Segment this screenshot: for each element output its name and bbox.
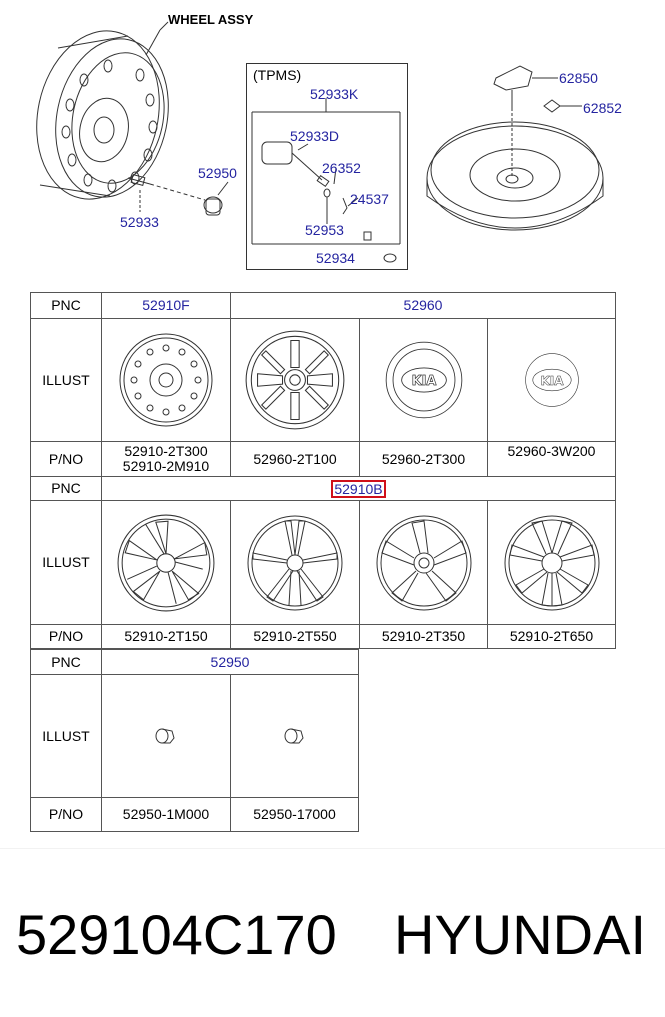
callout-52934[interactable]: 52934 — [316, 250, 355, 266]
callout-52933D[interactable]: 52933D — [290, 128, 340, 144]
illust-hubcap-2T300[interactable]: KIA — [359, 318, 488, 442]
pno-cell[interactable]: 52960-2T100 — [230, 441, 360, 477]
pno-cell[interactable]: 52960-3W200 — [487, 441, 616, 477]
pno-cell[interactable]: 52910-2T300 52910-2M910 — [101, 441, 231, 477]
illust-alloy-wheel-2T350[interactable] — [359, 500, 488, 625]
callout-52950[interactable]: 52950 — [198, 165, 237, 181]
illust-alloy-wheel-2T150[interactable] — [101, 500, 231, 625]
alloy-wheel-icon — [376, 515, 471, 610]
wheel-assembly-drawing — [36, 21, 604, 263]
lug-nut-icon — [155, 728, 175, 744]
illust-label: ILLUST — [30, 674, 102, 798]
lug-nut-icon — [284, 728, 304, 744]
illust-lug-nut-17000[interactable] — [230, 674, 359, 798]
pnc-52910B[interactable]: 52910B — [331, 479, 386, 498]
steel-wheel-icon — [119, 333, 213, 427]
pnc-52910F[interactable]: 52910F — [101, 292, 231, 319]
divider — [0, 848, 665, 849]
illust-alloy-wheel-2T100[interactable] — [230, 318, 360, 442]
alloy-wheel-icon — [117, 514, 215, 611]
footer-part-number: 529104C170 — [16, 903, 337, 966]
kia-hubcap-icon: KIA — [385, 341, 462, 419]
callout-52933[interactable]: 52933 — [120, 214, 159, 230]
wheel-assy-label: WHEEL ASSY — [168, 12, 254, 27]
alloy-wheel-icon — [247, 515, 343, 610]
pnc-52960[interactable]: 52960 — [230, 292, 616, 319]
illust-steel-wheel[interactable] — [101, 318, 231, 442]
pno-cell[interactable]: 52910-2T550 — [230, 624, 360, 649]
kia-center-cap-icon: KIA — [524, 353, 579, 407]
callout-52953[interactable]: 52953 — [305, 222, 344, 238]
pnc-label: PNC — [30, 476, 102, 501]
pno-cell[interactable]: 52950-17000 — [230, 797, 359, 832]
tpms-title: (TPMS) — [253, 67, 302, 83]
illust-hubcap-3W200[interactable]: KIA — [487, 318, 616, 442]
pno-label: P/NO — [30, 441, 102, 477]
illust-lug-nut-1M000[interactable] — [101, 674, 231, 798]
pno-cell[interactable]: 52910-2T650 — [487, 624, 616, 649]
callout-62850[interactable]: 62850 — [559, 70, 598, 86]
alloy-wheel-icon — [504, 515, 599, 610]
kia-logo-text: KIA — [411, 374, 436, 389]
illust-alloy-wheel-2T550[interactable] — [230, 500, 360, 625]
alloy-wheel-icon — [245, 330, 345, 430]
pno-cell[interactable]: 52960-2T300 — [359, 441, 488, 477]
illust-label: ILLUST — [30, 500, 102, 625]
pno-cell[interactable]: 52950-1M000 — [101, 797, 231, 832]
pnc-label: PNC — [30, 649, 102, 675]
pnc-label: PNC — [30, 292, 102, 319]
pnc-52950[interactable]: 52950 — [101, 649, 359, 675]
callout-62852[interactable]: 62852 — [583, 100, 622, 116]
callout-26352[interactable]: 26352 — [322, 160, 361, 176]
illust-alloy-wheel-2T650[interactable] — [487, 500, 616, 625]
pno-label: P/NO — [30, 797, 102, 832]
pno-cell[interactable]: 52910-2T150 — [101, 624, 231, 649]
illust-label: ILLUST — [30, 318, 102, 442]
tpms-box — [246, 63, 408, 270]
pnc-52910B-cell: 52910B — [101, 476, 616, 501]
callout-24537[interactable]: 24537 — [350, 191, 389, 207]
kia-logo-text: KIA — [540, 374, 564, 388]
footer-brand: HYUNDAI — [394, 903, 647, 966]
callout-52933K[interactable]: 52933K — [310, 86, 359, 102]
pno-cell[interactable]: 52910-2T350 — [359, 624, 488, 649]
pno-label: P/NO — [30, 624, 102, 649]
